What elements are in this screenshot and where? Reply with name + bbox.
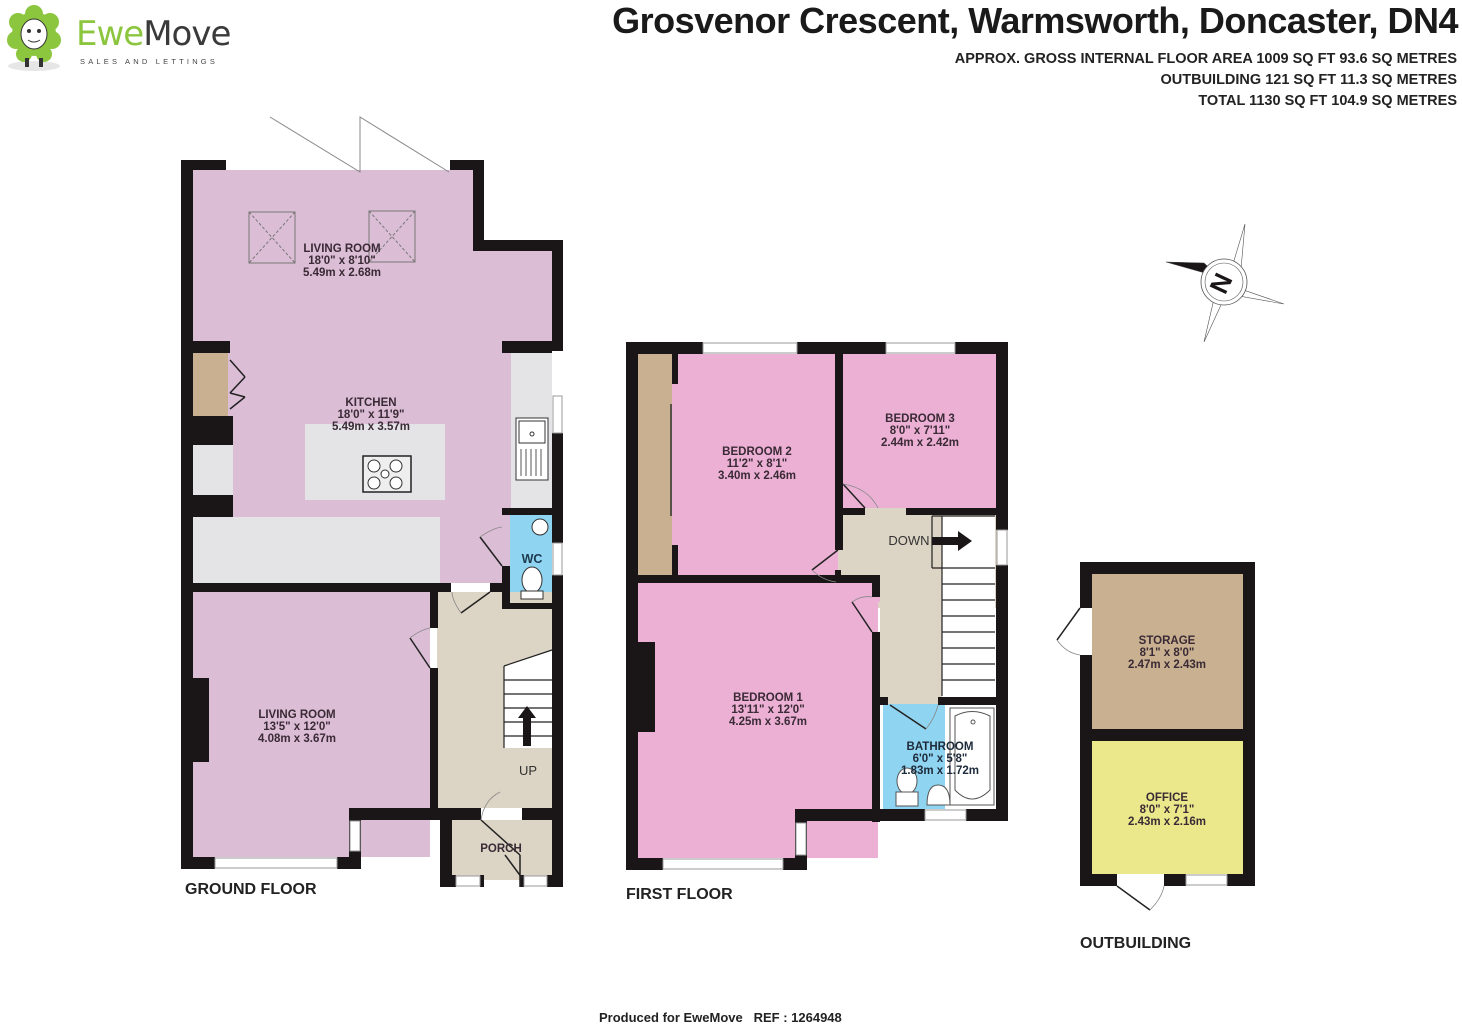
- outbuilding-walls: [1080, 562, 1255, 886]
- brand-logo: EweMove SALES AND LETTINGS: [4, 4, 244, 74]
- stairs-down-label: DOWN: [888, 533, 930, 548]
- room-bedroom-2: BEDROOM 2 11'2" x 8'1" 3.40m x 2.46m: [717, 446, 797, 482]
- bifold-door-icon: [269, 116, 450, 173]
- footer: Produced for EweMove REF : 1264948: [599, 1010, 842, 1025]
- skylight-icons: [248, 210, 416, 264]
- first-floor-label: FIRST FLOOR: [626, 886, 733, 903]
- compass-north-icon: [1165, 223, 1285, 343]
- ground-floor-label: GROUND FLOOR: [185, 881, 317, 898]
- stairs-up-label: UP: [518, 763, 538, 778]
- wc-fixtures-icon: [520, 518, 549, 600]
- outbuilding-area-line: OUTBUILDING 121 SQ FT 11.3 SQ METRES: [1160, 72, 1457, 88]
- first-stairs-treads: [931, 515, 995, 696]
- first-door-swings: [811, 483, 927, 730]
- stairs-down-arrow-icon: [932, 531, 972, 551]
- room-living-room-front: LIVING ROOM 13'5" x 12'0" 4.08m x 3.67m: [257, 709, 337, 745]
- bath-icon: [949, 707, 995, 806]
- outbuilding-window: [1185, 874, 1228, 886]
- room-bedroom-1: BEDROOM 1 13'11" x 12'0" 4.25m x 3.67m: [728, 692, 808, 728]
- gross-area-line: APPROX. GROSS INTERNAL FLOOR AREA 1009 S…: [954, 51, 1457, 67]
- room-living-room-rear: LIVING ROOM 18'0" x 8'10" 5.49m x 2.68m: [302, 243, 382, 279]
- sheep-mascot-icon: [7, 5, 61, 71]
- toilet-icon: [895, 767, 919, 807]
- first-floor-walls: [626, 342, 1008, 870]
- footer-produced-for: Produced for EweMove: [599, 1010, 743, 1025]
- room-storage: STORAGE 8'1" x 8'0" 2.47m x 2.43m: [1127, 635, 1207, 671]
- page-title: Grosvenor Crescent, Warmsworth, Doncaste…: [612, 0, 1458, 41]
- room-office: OFFICE 8'0" x 7'1" 2.43m x 2.16m: [1127, 792, 1207, 828]
- room-bathroom: BATHROOM 6'0" x 5'8" 1.83m x 1.72m: [900, 741, 980, 777]
- outbuilding-label: OUTBUILDING: [1080, 935, 1192, 952]
- first-windows: [662, 342, 1008, 870]
- room-wc: WC: [521, 552, 543, 566]
- brand-tagline: SALES AND LETTINGS: [80, 57, 219, 66]
- stairs-up-arrow-icon: [518, 706, 536, 746]
- room-kitchen: KITCHEN 18'0" x 11'9" 5.49m x 3.57m: [331, 397, 411, 433]
- kitchen-sink-icon: [515, 417, 549, 481]
- footer-ref: REF : 1264948: [753, 1010, 842, 1025]
- basin-icon: [926, 784, 951, 806]
- hob-icon: [362, 455, 412, 493]
- outbuilding-door-swings: [1056, 607, 1151, 911]
- total-area-line: TOTAL 1130 SQ FT 104.9 SQ METRES: [1198, 93, 1457, 109]
- outbuilding-fills: [1092, 574, 1243, 874]
- room-bedroom-3: BEDROOM 3 8'0" x 7'11" 2.44m x 2.42m: [880, 413, 960, 449]
- ground-door-swings: [229, 359, 523, 887]
- ground-windows: [214, 395, 563, 887]
- room-porch: PORCH: [480, 843, 522, 855]
- brand-name: EweMove: [76, 14, 231, 54]
